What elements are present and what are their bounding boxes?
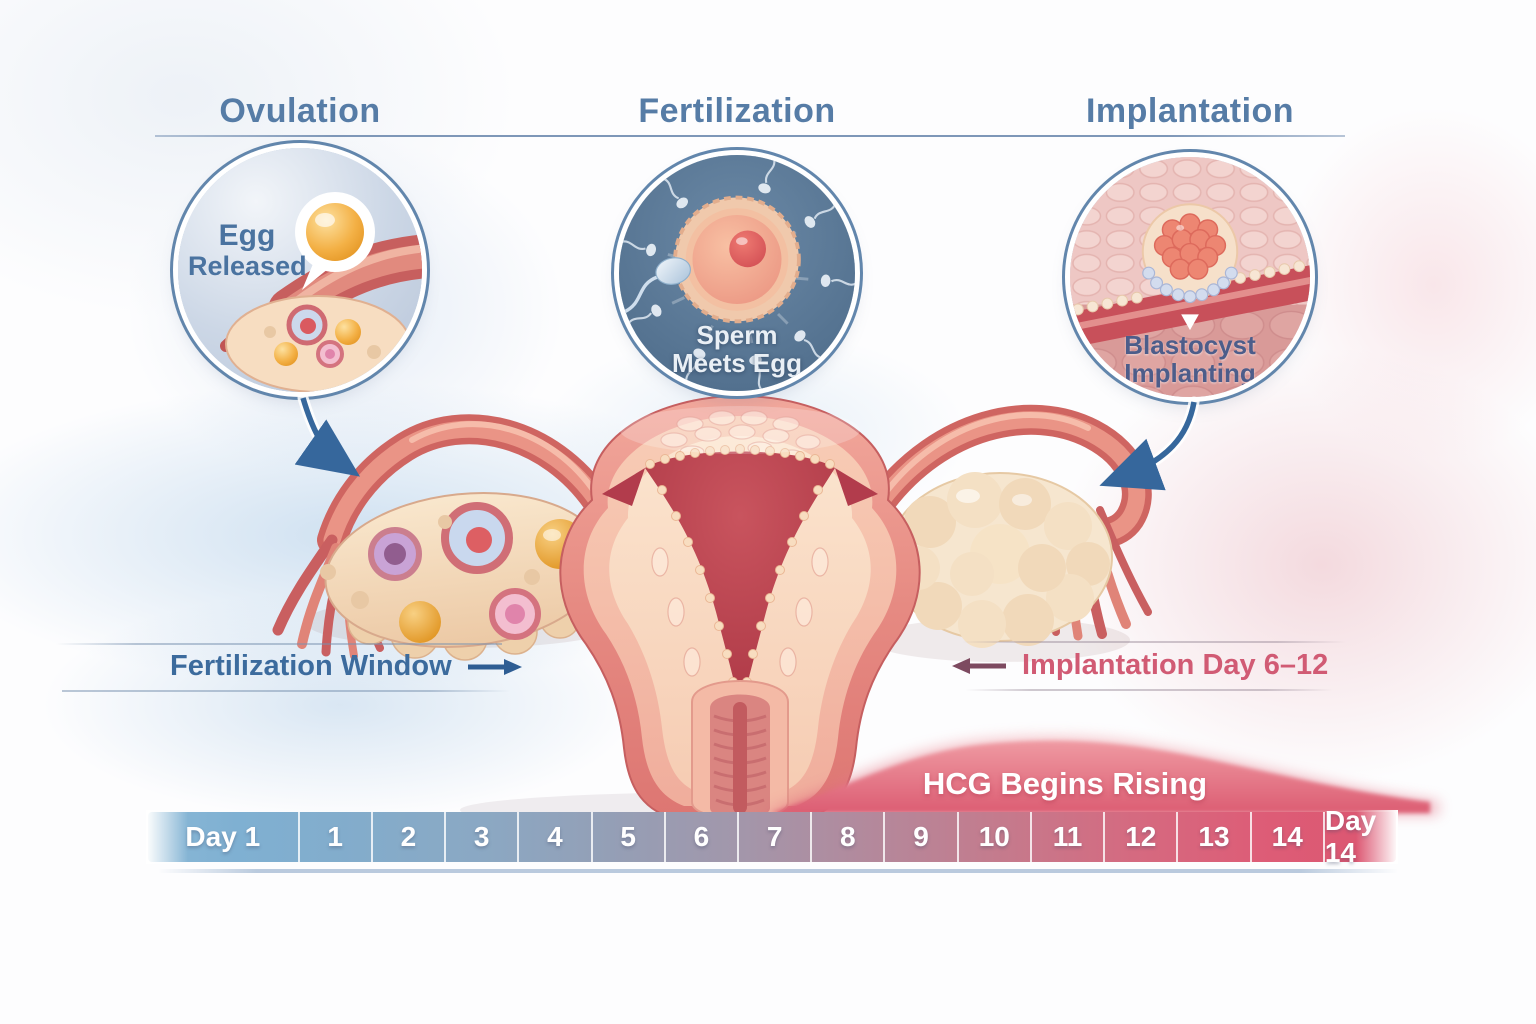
timeline-cell: 9 <box>883 812 956 862</box>
timeline-cell: 3 <box>444 812 517 862</box>
inset-ovulation: Egg Released <box>178 148 422 392</box>
hcg-rising-label: HCG Begins Rising <box>922 766 1208 801</box>
timeline-cell: 13 <box>1176 812 1249 862</box>
section-title-fertilization: Fertilization <box>638 92 836 130</box>
timeline-cell: 11 <box>1029 812 1103 862</box>
left-ovary <box>320 492 606 661</box>
annotation-divider <box>962 641 1346 643</box>
right-arrow-icon <box>467 658 522 675</box>
down-arrow-icon <box>1181 314 1199 331</box>
timeline-cell: 4 <box>517 812 590 862</box>
timeline-cell: Day 1 <box>185 821 261 852</box>
fertilization-window-label: Fertilization Window <box>170 650 452 682</box>
timeline-shadow <box>158 869 1398 873</box>
blastocyst-implanting-illustration <box>1070 157 1310 397</box>
annotation-divider <box>56 643 502 645</box>
inset-implantation: Blastocyst Implanting <box>1070 157 1310 397</box>
timeline-cell: Day 14 <box>1322 805 1396 868</box>
timeline-cell: 10 <box>956 812 1030 862</box>
timeline-cell: 5 <box>590 812 664 862</box>
background-wash <box>1280 110 1536 460</box>
fertilization-window-annotation: Fertilization Window <box>170 650 524 683</box>
background-wash <box>40 590 640 820</box>
curved-arrow-icon <box>294 392 361 477</box>
header-divider <box>155 135 1345 137</box>
implantation-window-annotation: Implantation Day 6–12 <box>950 649 1328 682</box>
timeline-cell: 12 <box>1103 812 1176 862</box>
timeline-cell: 8 <box>810 812 883 862</box>
implantation-window-label: Implantation Day 6–12 <box>1022 649 1329 681</box>
egg-released-illustration <box>178 148 422 392</box>
day-timeline: Day 1 1 2 3 4 5 6 7 8 9 10 11 12 13 14 D… <box>146 805 1398 868</box>
uterus-illustration <box>272 394 1152 822</box>
annotation-divider <box>965 689 1333 691</box>
right-ovary <box>887 472 1113 648</box>
timeline-cell: 2 <box>370 812 444 862</box>
curved-arrow-icon <box>1099 396 1200 491</box>
background-wash <box>1060 350 1536 780</box>
section-title-implantation: Implantation <box>1085 92 1295 130</box>
left-arrow-icon <box>952 657 1006 674</box>
section-title-ovulation: Ovulation <box>219 92 381 130</box>
timeline-cell: 14 <box>1249 812 1323 862</box>
sperm-meets-egg-illustration <box>619 155 855 391</box>
inset-fertilization: Sperm Meets Egg <box>619 155 855 391</box>
timeline-cell: 6 <box>663 812 737 862</box>
timeline-cell: 1 <box>297 812 371 862</box>
timeline-cell: 7 <box>736 812 810 862</box>
background-wash <box>0 380 780 690</box>
annotation-divider <box>62 690 510 692</box>
